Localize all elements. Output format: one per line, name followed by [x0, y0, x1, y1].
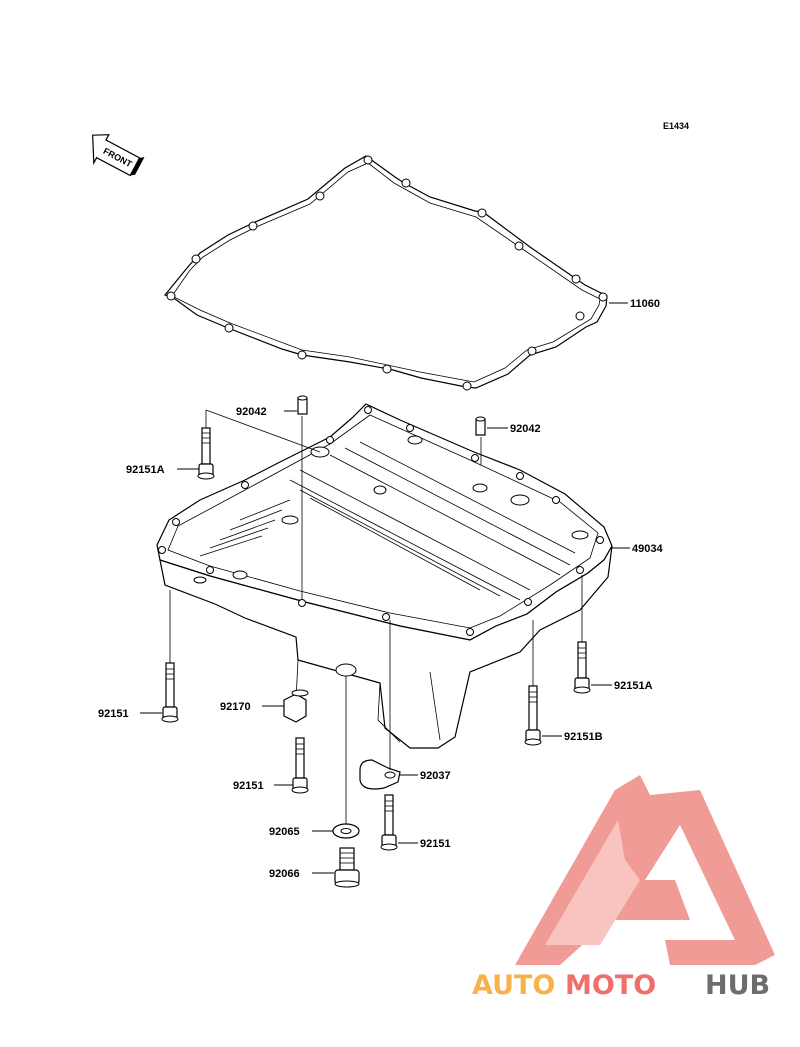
label-washer: 92065	[269, 826, 300, 838]
bolt-92151-lower	[380, 794, 398, 851]
bolt-92151a-left	[197, 427, 215, 480]
label-bolt-a-left: 92151A	[126, 464, 165, 476]
bolt-92151-center	[291, 737, 309, 794]
watermark-hub: HUB	[705, 970, 770, 1001]
label-clamp-left: 92170	[220, 701, 251, 713]
label-bolt-b: 92151B	[564, 731, 603, 743]
watermark-auto: AUTO	[472, 970, 555, 1001]
diagram-code: E1434	[663, 121, 689, 131]
clamp-92170	[283, 689, 309, 723]
label-clamp-right: 92037	[420, 770, 451, 782]
label-drain-plug: 92066	[269, 868, 300, 880]
label-bolt-center: 92151	[233, 780, 264, 792]
label-bolt-lower: 92151	[420, 838, 451, 850]
oil-pan	[156, 403, 613, 749]
label-gasket: 11060	[630, 298, 660, 310]
drain-plug-92066	[334, 847, 360, 888]
clamp-92037	[359, 759, 401, 790]
dowel-pin-left	[297, 395, 308, 415]
gasket	[164, 155, 608, 391]
label-dowel-left: 92042	[236, 406, 267, 418]
watermark-text: AUTO MOTO HUB	[472, 970, 770, 1001]
watermark-logo-icon	[515, 775, 775, 965]
label-oil-pan: 49034	[632, 543, 663, 555]
bolt-92151-left	[161, 662, 179, 723]
label-bolt-left: 92151	[98, 708, 129, 720]
dowel-pin-right	[475, 416, 486, 436]
label-dowel-right: 92042	[510, 423, 541, 435]
label-bolt-a-right: 92151A	[614, 680, 653, 692]
washer-92065	[332, 823, 360, 839]
bolt-92151a-right	[573, 641, 591, 694]
front-arrow-icon: FRONT	[92, 134, 145, 177]
bolt-92151b	[524, 685, 542, 746]
watermark-moto: MOTO	[565, 970, 656, 1001]
